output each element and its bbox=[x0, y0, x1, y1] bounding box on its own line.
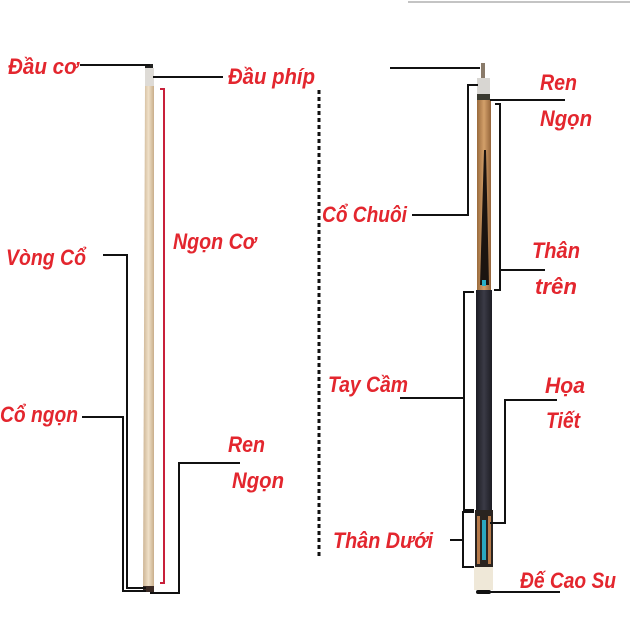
butt-cap bbox=[474, 567, 493, 590]
forearm-inlay bbox=[482, 280, 486, 286]
label-bumper: Đế Cao Su bbox=[520, 568, 616, 593]
label-tip: Đầu cơ bbox=[8, 54, 80, 79]
lower-body-bracket bbox=[462, 511, 474, 568]
upper-body-bracket bbox=[494, 103, 501, 291]
sleeve-inlay-2 bbox=[482, 520, 486, 560]
label-upper-body-line2: trên bbox=[535, 274, 577, 299]
shaft-bracket bbox=[160, 88, 165, 584]
label-upper-body-line1: Thân bbox=[532, 238, 580, 263]
label-shaft-thread-line2: Ngọn bbox=[232, 468, 284, 493]
label-pattern-line2: Tiết bbox=[546, 408, 581, 433]
sleeve-inlay-3 bbox=[488, 516, 491, 564]
handle-bracket bbox=[463, 291, 474, 511]
label-shaft-collar: Vòng Cổ bbox=[6, 245, 86, 270]
left-cue-shaft bbox=[143, 64, 154, 592]
forearm-point bbox=[480, 150, 489, 285]
label-right-thread-line2: Ngọn bbox=[540, 106, 592, 131]
shaft-wood bbox=[143, 86, 154, 588]
shaft-joint bbox=[143, 586, 154, 592]
label-handle: Tay Cầm bbox=[328, 372, 408, 397]
label-pattern-line1: Họa bbox=[545, 373, 585, 398]
collar-pointer-line bbox=[103, 254, 146, 589]
label-shaft-neck: Cổ ngọn bbox=[0, 402, 78, 427]
pattern-pointer-line bbox=[490, 399, 557, 524]
sleeve-inlay-1 bbox=[477, 516, 480, 564]
ferrule bbox=[145, 68, 154, 86]
butt-collar bbox=[477, 78, 490, 94]
label-shaft: Ngọn Cơ bbox=[173, 229, 258, 254]
collar-ring bbox=[477, 94, 490, 100]
butt-neck-pointer-line bbox=[412, 84, 478, 216]
rubber-bumper bbox=[476, 590, 491, 594]
label-butt-neck: Cổ Chuôi bbox=[322, 202, 408, 227]
thread-pointer-line-left bbox=[150, 462, 240, 594]
label-lower-body: Thân Dưới bbox=[333, 528, 434, 553]
label-ferrule: Đầu phíp bbox=[228, 64, 315, 89]
label-right-thread-line1: Ren bbox=[540, 70, 577, 95]
neck-pointer-line bbox=[82, 416, 146, 592]
joint-pin bbox=[481, 63, 485, 78]
handle-wrap bbox=[476, 290, 492, 510]
right-cue-butt bbox=[474, 63, 493, 594]
label-shaft-thread-line1: Ren bbox=[228, 432, 265, 457]
